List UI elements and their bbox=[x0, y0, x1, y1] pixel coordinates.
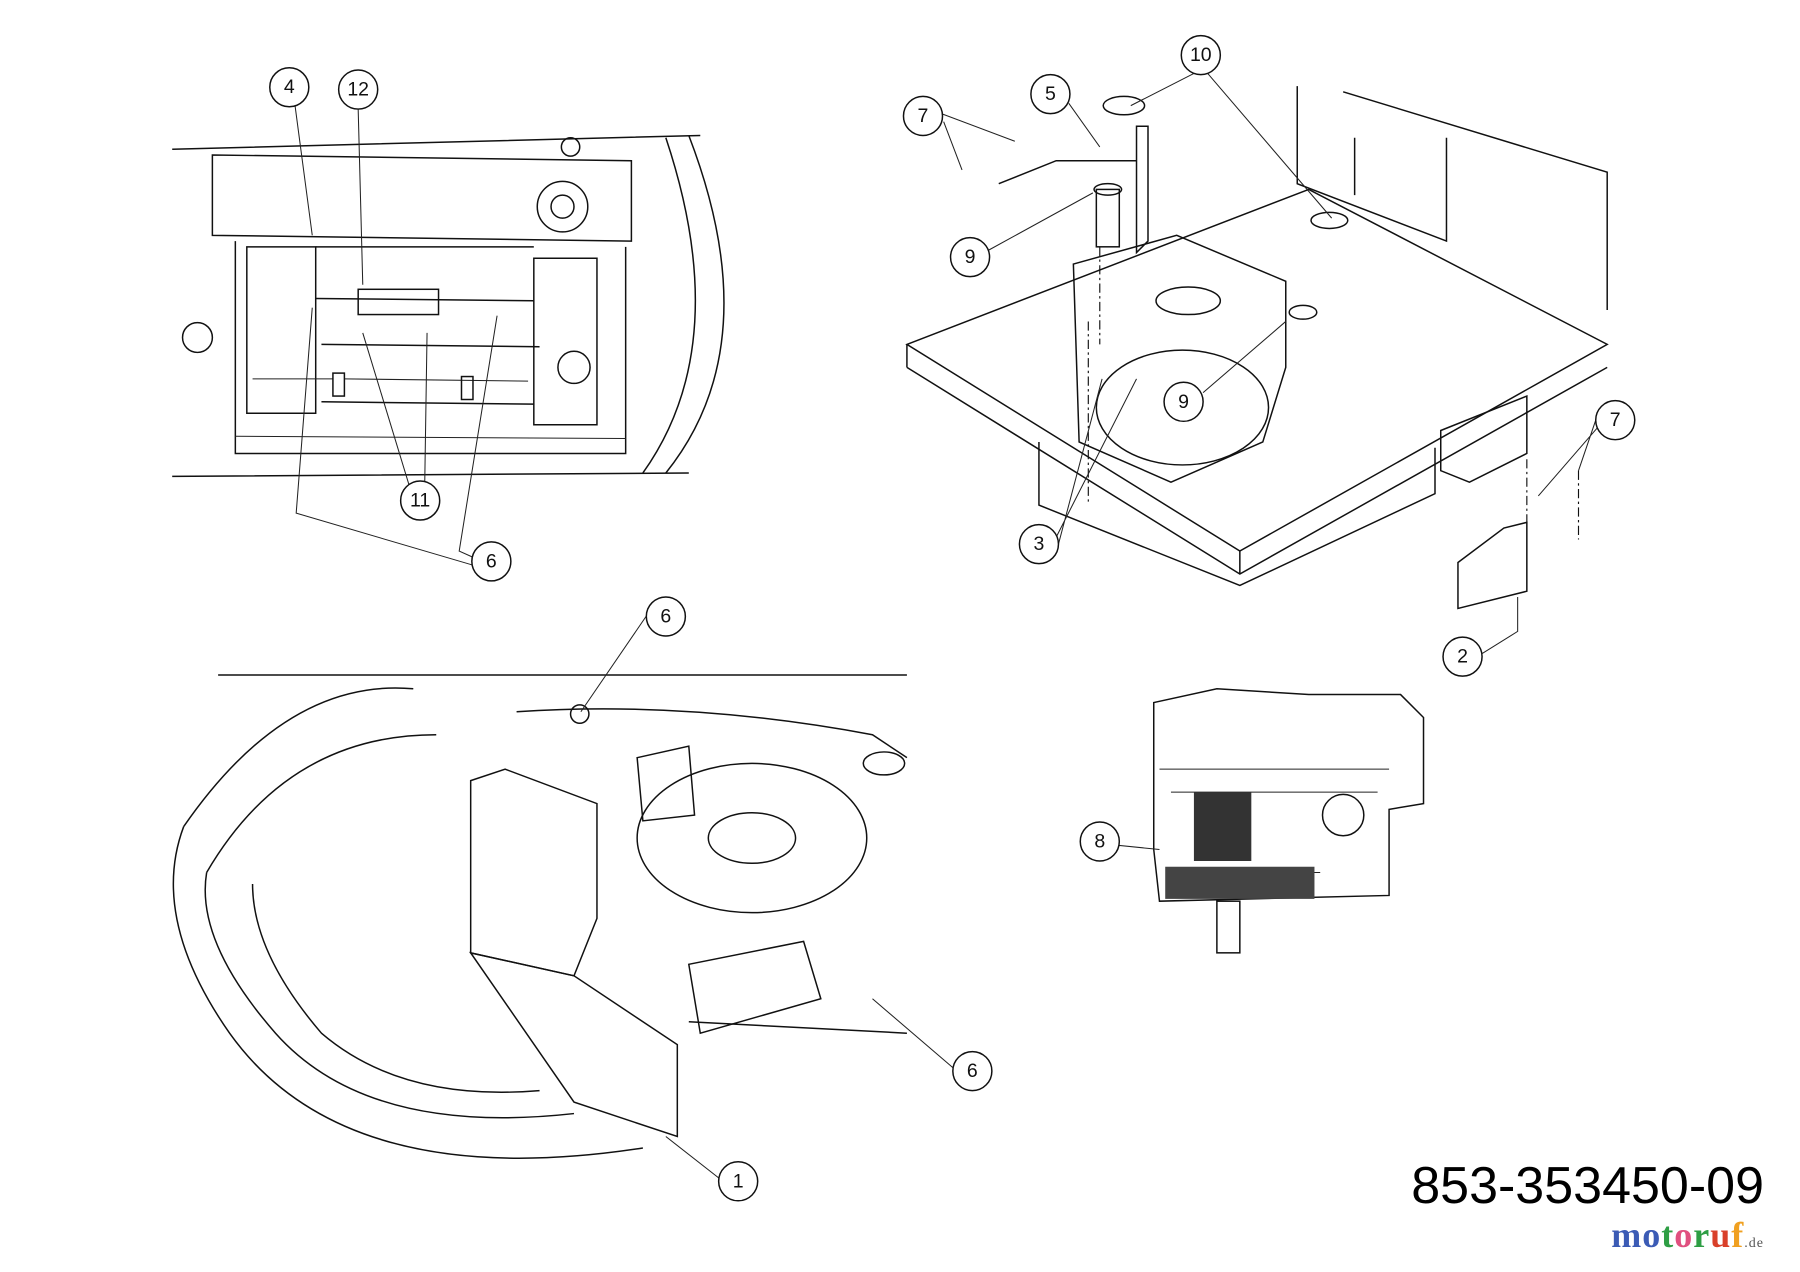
callout-circle bbox=[645, 596, 687, 637]
callout-label: 1 bbox=[733, 1170, 744, 1192]
callout-group: 4 12 11 6 5 10 7 9 9 3 7 2 6 8 6 1 bbox=[269, 34, 1636, 1202]
callout-label: 5 bbox=[1045, 83, 1056, 105]
callout-circle bbox=[717, 1161, 759, 1202]
callout-circle bbox=[399, 480, 441, 521]
callout-label: 10 bbox=[1190, 44, 1212, 66]
callout-2: 2 bbox=[1442, 636, 1483, 677]
callout-9: 9 bbox=[1163, 381, 1204, 423]
callout-9: 9 bbox=[949, 236, 991, 278]
engine-view bbox=[1152, 688, 1425, 954]
callout-7: 7 bbox=[1594, 399, 1636, 441]
callout-circle bbox=[1180, 34, 1222, 76]
callout-circle bbox=[949, 236, 991, 278]
callout-label: 3 bbox=[1034, 533, 1045, 555]
callout-label: 7 bbox=[918, 105, 929, 127]
callout-circle bbox=[1030, 73, 1071, 115]
callout-circle bbox=[902, 95, 944, 137]
callout-label: 6 bbox=[967, 1060, 978, 1082]
callout-12: 12 bbox=[337, 69, 379, 110]
callout-circle bbox=[1594, 399, 1636, 441]
callout-label: 8 bbox=[1094, 830, 1105, 852]
callout-circle bbox=[337, 69, 379, 110]
deck-view-bottom-left bbox=[172, 674, 908, 1159]
callout-6: 6 bbox=[952, 1050, 993, 1092]
callout-8: 8 bbox=[1079, 821, 1121, 862]
frame-view-top-left bbox=[172, 134, 725, 478]
callout-label: 7 bbox=[1610, 409, 1621, 431]
callout-circle bbox=[1163, 381, 1204, 423]
watermark-logo: motoruf.de bbox=[1611, 1215, 1764, 1255]
callout-circle bbox=[1079, 821, 1121, 862]
callout-1: 1 bbox=[717, 1161, 759, 1202]
callout-label: 6 bbox=[660, 605, 671, 627]
callout-label: 6 bbox=[486, 550, 497, 572]
leader-lines bbox=[294, 73, 1599, 1179]
callout-6: 6 bbox=[471, 541, 512, 582]
callout-4: 4 bbox=[269, 66, 310, 108]
callout-label: 2 bbox=[1457, 646, 1468, 668]
callout-circle bbox=[471, 541, 512, 582]
callout-7: 7 bbox=[902, 95, 944, 137]
callout-label: 9 bbox=[965, 246, 976, 268]
callout-10: 10 bbox=[1180, 34, 1222, 76]
callout-circle bbox=[952, 1050, 993, 1092]
callout-label: 9 bbox=[1178, 391, 1189, 413]
callout-11: 11 bbox=[399, 480, 441, 521]
callout-label: 11 bbox=[410, 490, 430, 512]
callout-6: 6 bbox=[645, 596, 687, 637]
callout-circle bbox=[269, 66, 310, 108]
callout-5: 5 bbox=[1030, 73, 1071, 115]
chassis-view-top-right bbox=[905, 86, 1609, 610]
callout-3: 3 bbox=[1018, 523, 1060, 565]
callout-label: 4 bbox=[284, 76, 295, 98]
callout-circle bbox=[1018, 523, 1060, 565]
part-number: 853-353450-09 bbox=[1411, 1157, 1764, 1215]
callout-label: 12 bbox=[347, 79, 369, 101]
callout-circle bbox=[1442, 636, 1483, 677]
